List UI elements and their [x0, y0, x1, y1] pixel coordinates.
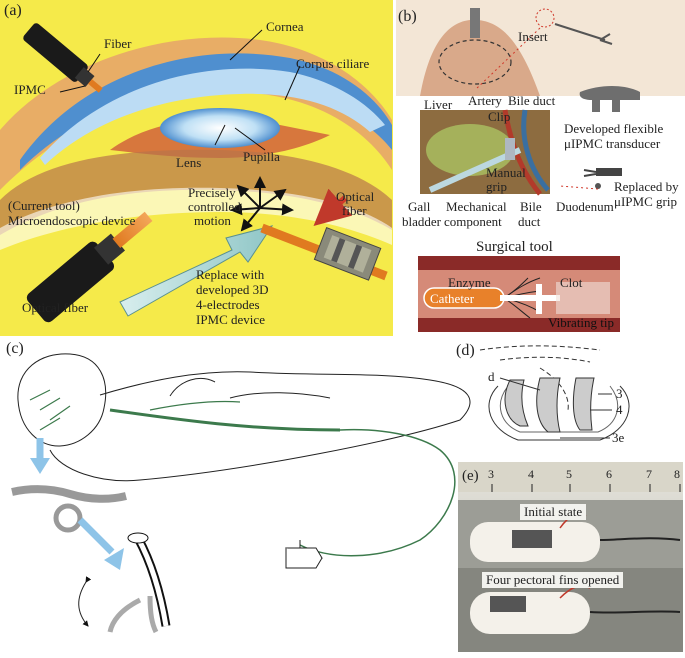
label-bladder: bladder [402, 214, 441, 229]
label-surgical-tool: Surgical tool [476, 239, 553, 255]
label-bile-duct: Bile duct [508, 93, 556, 108]
label-motion: motion [194, 213, 231, 228]
label-precisely: Precisely [188, 185, 236, 200]
label-grip: grip [486, 179, 507, 194]
label-ipmc: IPMC [14, 82, 46, 97]
label-developed-flexible: Developed flexible [564, 121, 664, 136]
label-mechanical: Mechanical [446, 199, 507, 214]
label-ipmc-device: IPMC device [196, 312, 265, 327]
label-4-electrodes: 4-electrodes [196, 297, 260, 312]
label-3: 3 [616, 386, 623, 401]
label-clot: Clot [560, 275, 583, 290]
ruler-tick-6: 6 [606, 467, 612, 481]
panel-b-tag: (b) [398, 8, 417, 25]
panel-d-illustration [479, 345, 630, 441]
label-developed-3d: developed 3D [196, 282, 269, 297]
label-enzyme: Enzyme [448, 275, 491, 290]
label-cornea: Cornea [266, 19, 304, 34]
label-replaced-by: Replaced by [614, 179, 679, 194]
label-bile: Bile [520, 199, 542, 214]
ruler-tick-8: 8 [674, 467, 680, 481]
panel-c-tag: (c) [6, 340, 24, 357]
panel-a-illustration [0, 0, 393, 336]
label-duodenum: Duodenum [556, 199, 614, 214]
label-fiber-right: fiber [342, 203, 367, 218]
label-four-fins-opened: Four pectoral fins opened [482, 572, 624, 588]
panel-e-tag: (e) [462, 468, 479, 484]
label-liver: Liver [424, 97, 453, 112]
label-vibrating-tip: Vibrating tip [548, 315, 615, 330]
label-duct: duct [518, 214, 541, 229]
label-uipmc-transducer: μIPMC transducer [564, 136, 661, 151]
label-fiber: Fiber [104, 36, 132, 51]
label-3e: 3e [612, 430, 625, 445]
ruler-tick-5: 5 [566, 467, 572, 481]
label-uipmc-grip: μIPMC grip [614, 194, 677, 209]
ruler-tick-4: 4 [528, 467, 534, 481]
label-lens: Lens [176, 155, 202, 170]
label-microendoscopic-device: Microendoscopic device [8, 213, 136, 228]
label-current-tool: (Current tool) [8, 198, 80, 213]
label-replace-with: Replace with [196, 267, 265, 282]
label-clip: Clip [488, 109, 511, 124]
label-corpus-ciliare: Corpus ciliare [296, 56, 370, 71]
label-initial-state: Initial state [520, 504, 587, 520]
label-pupilla: Pupilla [243, 149, 280, 164]
label-optical-right: Optical [336, 189, 375, 204]
label-controlled: controlled [188, 199, 241, 214]
label-component: component [444, 214, 502, 229]
panel-b-illustration [396, 0, 685, 332]
label-insert: Insert [518, 29, 548, 44]
label-gall: Gall [408, 199, 431, 214]
label-4: 4 [616, 402, 623, 417]
panel-e-photo [458, 462, 683, 652]
label-manual: Manual [486, 165, 526, 180]
label-catheter: Catheter [430, 291, 475, 306]
panel-d-tag: (d) [456, 342, 475, 359]
ruler-tick-7: 7 [646, 467, 652, 481]
label-artery: Artery [468, 93, 502, 108]
panel-a-tag: (a) [4, 2, 22, 19]
panel-c-illustration [11, 353, 471, 634]
label-optical-fiber-left: Optical fiber [22, 300, 89, 315]
label-d: d [488, 369, 495, 384]
ruler-tick-3: 3 [488, 467, 494, 481]
